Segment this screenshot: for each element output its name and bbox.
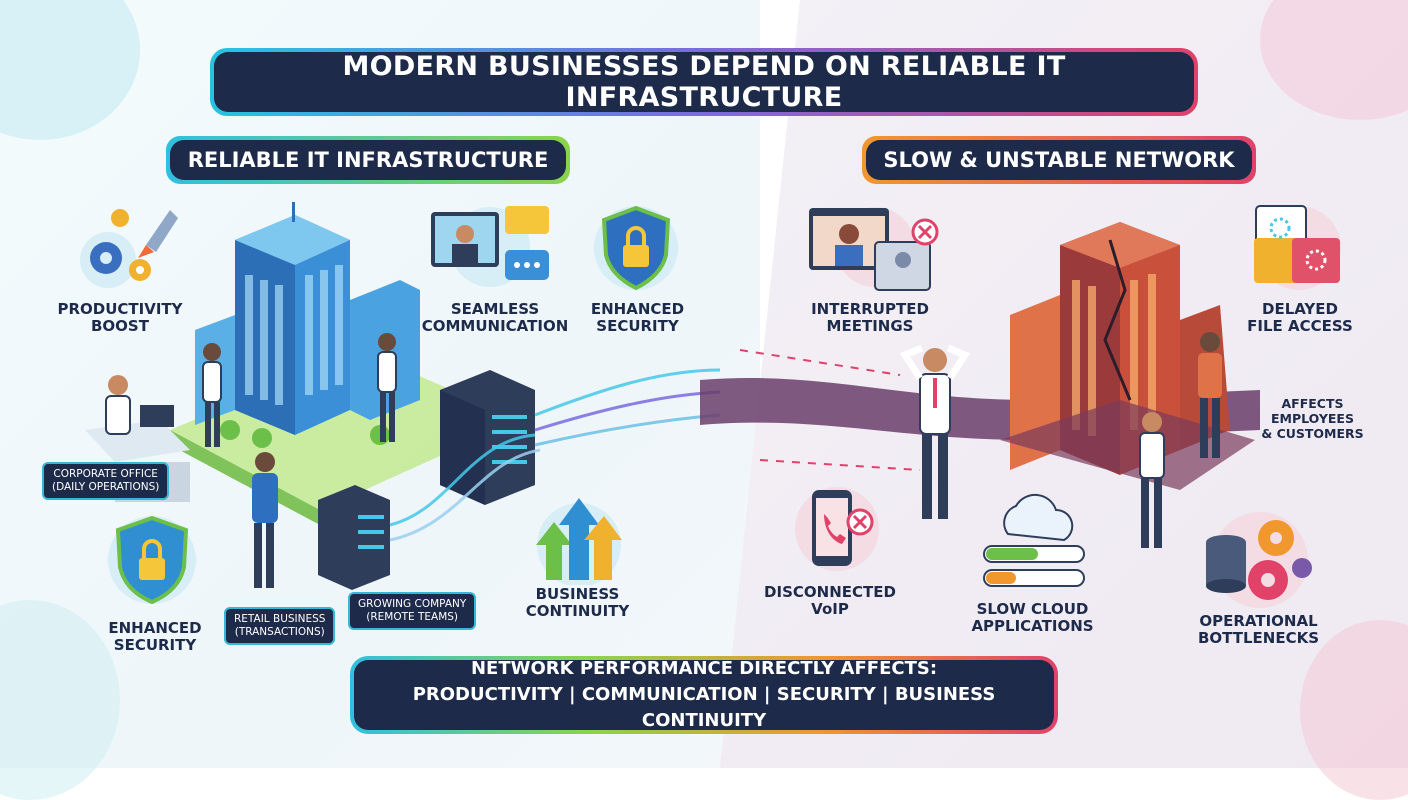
continuity-label: BUSINESS CONTINUITY	[525, 585, 630, 620]
page-title: MODERN BUSINESSES DEPEND ON RELIABLE IT …	[214, 51, 1194, 113]
gears-rocket-icon	[80, 209, 178, 288]
tag-growing-company: GROWING COMPANY (REMOTE TEAMS)	[348, 592, 477, 630]
left-illustration	[85, 202, 720, 590]
security-shield-icon	[594, 205, 678, 291]
delayed-file-icon	[1254, 205, 1341, 290]
left-heading: RELIABLE IT INFRASTRUCTURE	[170, 140, 566, 180]
tag-retail-business: RETAIL BUSINESS (TRANSACTIONS)	[224, 607, 336, 645]
file-access-label: DELAYED FILE ACCESS	[1247, 300, 1353, 335]
video-chat-icon	[431, 206, 549, 287]
footer-banner: NETWORK PERFORMANCE DIRECTLY AFFECTS: PR…	[354, 658, 1054, 731]
security-label-bottom: ENHANCED SECURITY	[108, 619, 202, 654]
bottleneck-gears-icon	[1206, 512, 1312, 608]
right-heading: SLOW & UNSTABLE NETWORK	[866, 140, 1252, 180]
footer-line-1: NETWORK PERFORMANCE DIRECTLY AFFECTS:	[470, 658, 938, 679]
affects-label: AFFECTS EMPLOYEES & CUSTOMERS	[1261, 396, 1364, 441]
productivity-label: PRODUCTIVITY BOOST	[57, 300, 183, 335]
slow-cloud-icon	[983, 493, 1085, 587]
security-shield-icon	[108, 515, 196, 605]
bottlenecks-label: OPERATIONAL BOTTLENECKS	[1197, 612, 1320, 647]
interrupted-meeting-icon	[809, 207, 939, 291]
growth-arrows-icon	[536, 498, 622, 585]
cloud-label: SLOW CLOUD APPLICATIONS	[971, 600, 1094, 635]
right-illustration	[700, 222, 1260, 548]
disconnected-phone-icon	[795, 487, 879, 571]
voip-label: DISCONNECTED VoIP	[764, 583, 896, 618]
meetings-label: INTERRUPTED MEETINGS	[811, 300, 929, 335]
communication-label: SEAMLESS COMMUNICATION	[421, 300, 569, 335]
tag-corporate-office: CORPORATE OFFICE (DAILY OPERATIONS)	[42, 462, 170, 500]
footer-line-2: PRODUCTIVITY | COMMUNICATION | SECURITY …	[412, 684, 996, 731]
security-label-top: ENHANCED SECURITY	[590, 300, 685, 335]
